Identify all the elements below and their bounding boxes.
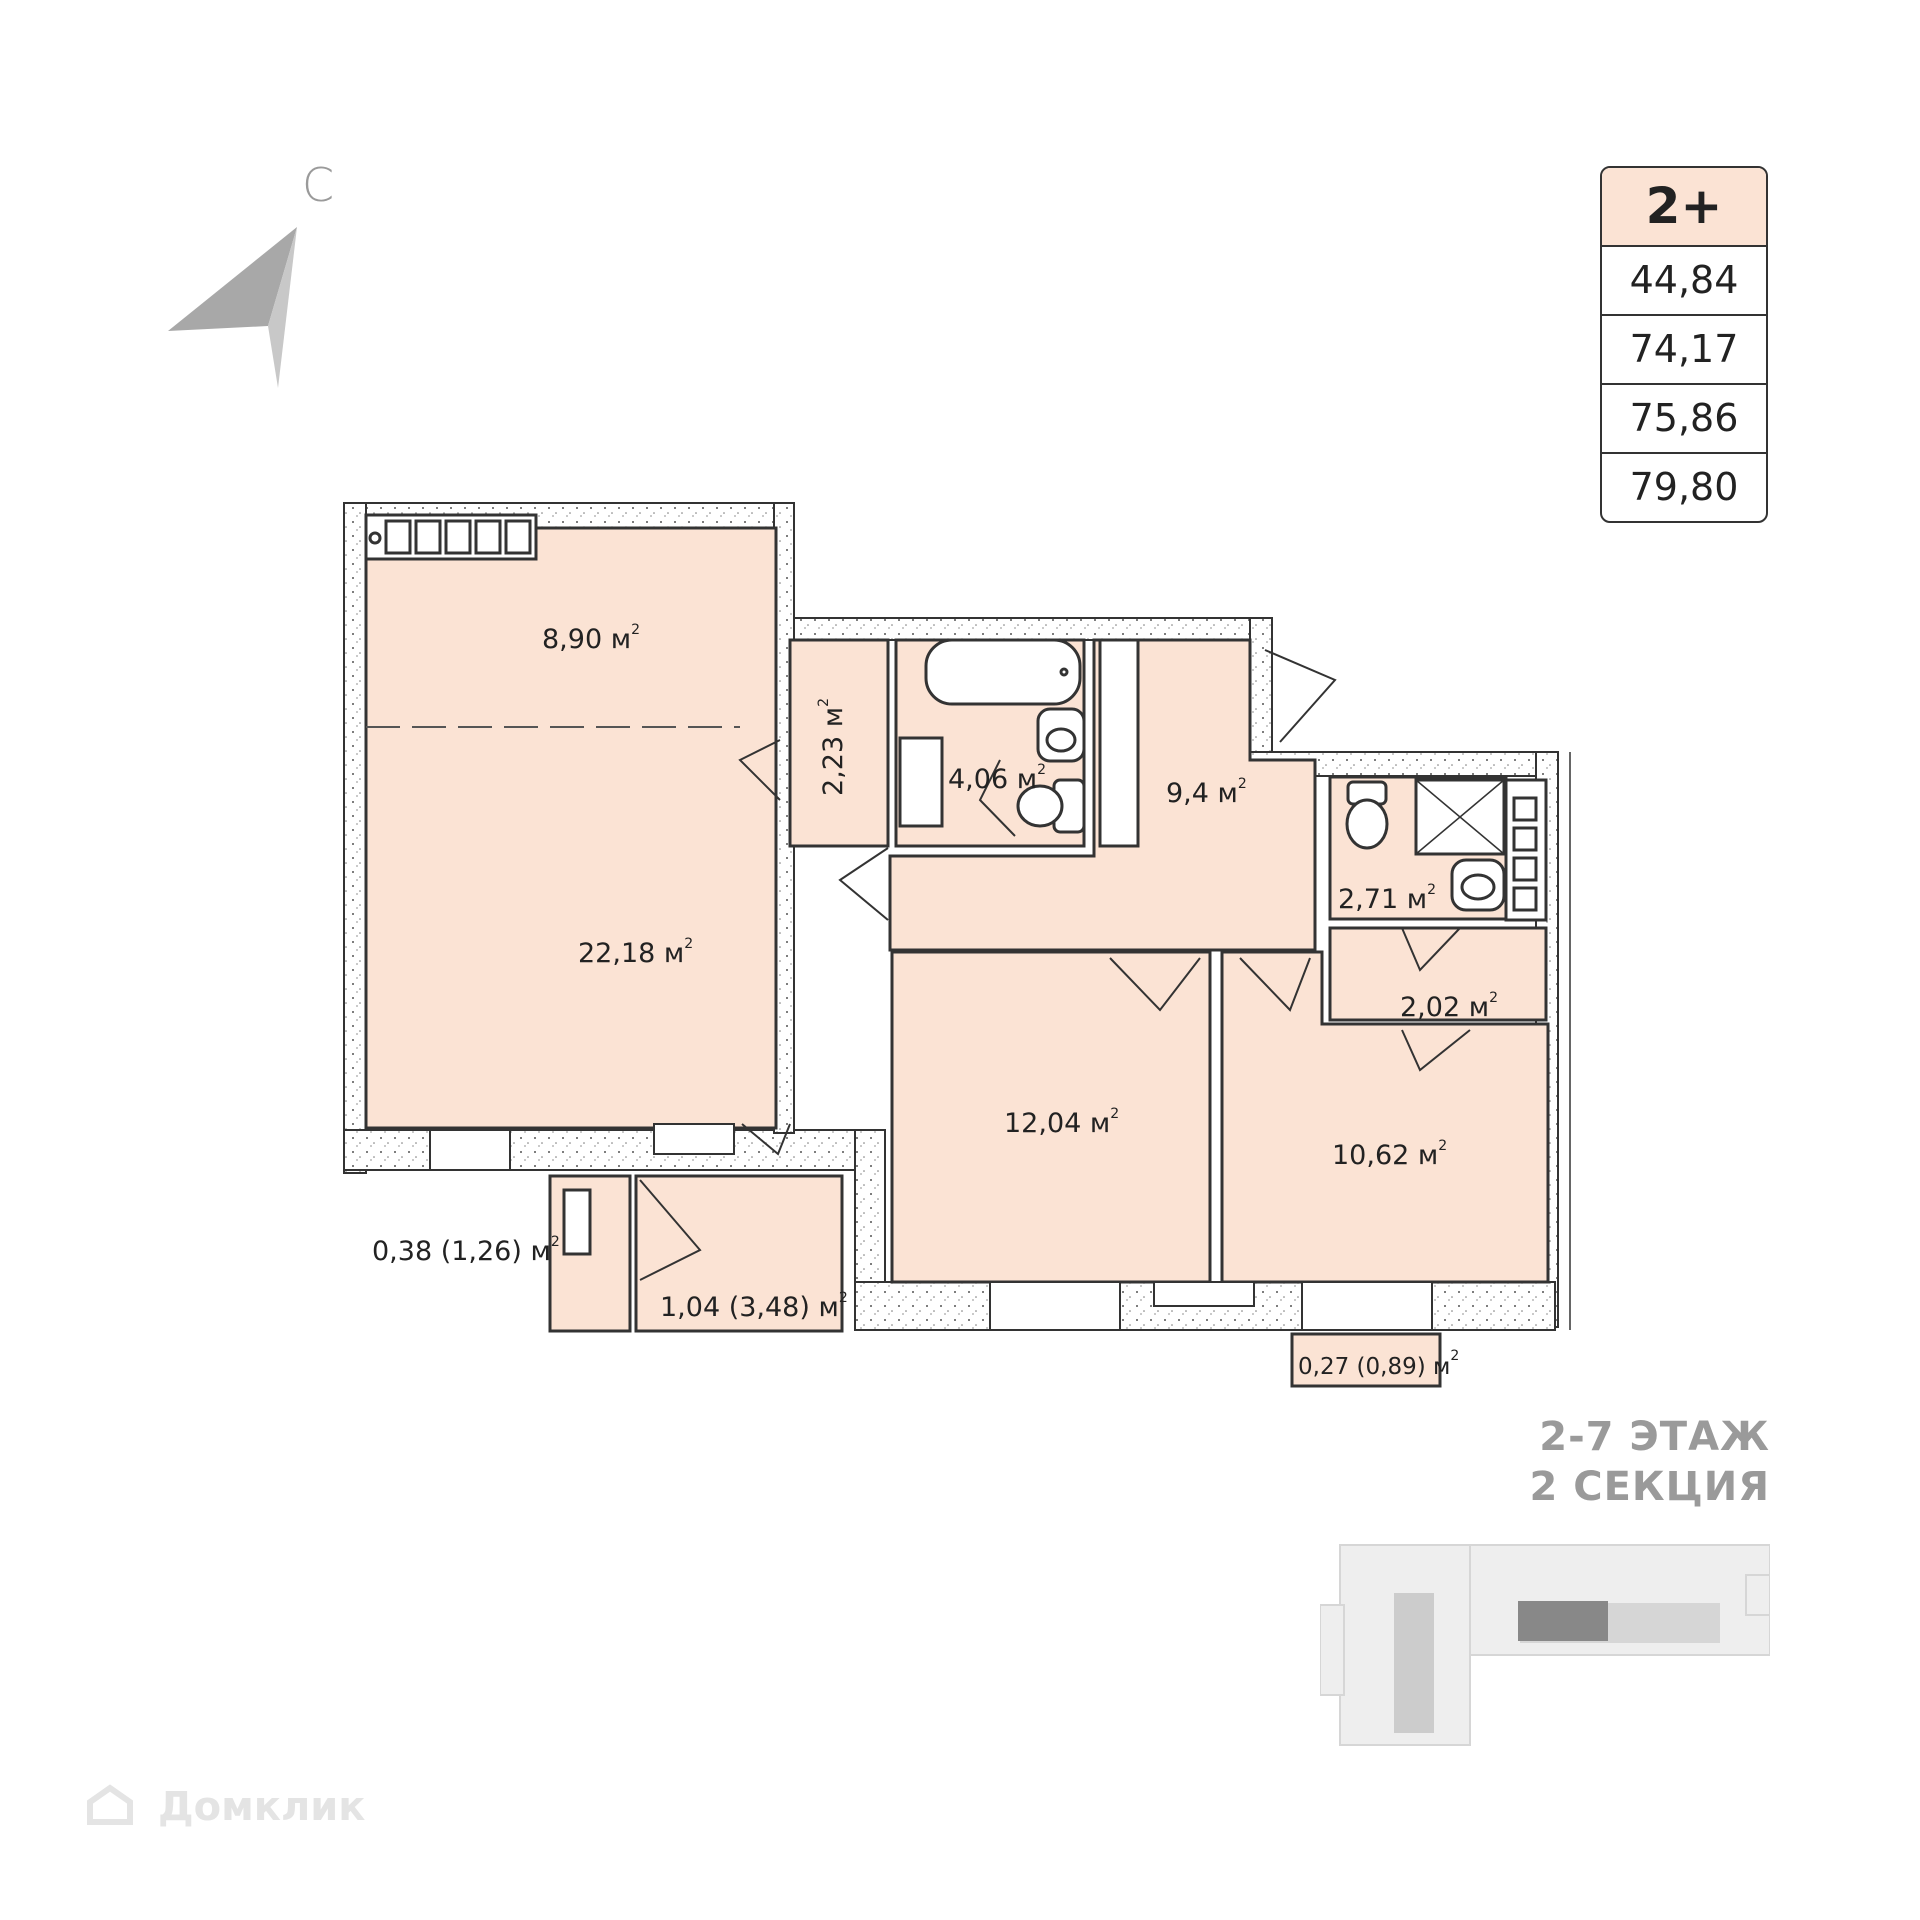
- room-count: 2+: [1602, 168, 1766, 245]
- room-bedroom-2-label: 10,62 м2: [1332, 1138, 1448, 1171]
- room-kitchen-living: [364, 526, 778, 1130]
- apartment-info-table: 2+ 44,84 74,17 75,86 79,80: [1600, 166, 1768, 523]
- room-loggia-large: [634, 1174, 844, 1333]
- shower-icon: [1414, 778, 1506, 856]
- building-section-minimap: [1320, 1544, 1770, 1746]
- toilet-icon: [1016, 778, 1389, 850]
- floor-range: 2-7 ЭТАЖ: [1539, 1414, 1770, 1460]
- room-bathroom-label: 4,06 м2: [948, 762, 1046, 795]
- sink-icon: [1036, 707, 1506, 912]
- floor-section-label: 2-7 ЭТАЖ 2 СЕКЦИЯ: [1480, 1412, 1770, 1512]
- total-area: 74,17: [1602, 314, 1766, 383]
- section-number: 2 СЕКЦИЯ: [1529, 1464, 1770, 1510]
- room-bedroom-1-label: 12,04 м2: [1004, 1106, 1120, 1139]
- room-wc-label: 2,71 м2: [1338, 882, 1436, 915]
- room-hall-label: 9,4 м2: [1166, 776, 1247, 809]
- room-closet-label: 2,23 м2: [816, 698, 849, 796]
- room-kitchen-label: 8,90 м2: [542, 622, 640, 655]
- room-closet: [788, 638, 890, 848]
- room-loggia-small-label: 0,38 (1,26) м2: [372, 1234, 560, 1267]
- bathtub-icon: [924, 638, 1082, 706]
- selected-unit-marker: [1518, 1601, 1608, 1641]
- compass-arrow-icon: [168, 227, 297, 388]
- door-swings: [639, 649, 1471, 1281]
- living-area: 44,84: [1602, 245, 1766, 314]
- room-storage-label: 2,02 м2: [1400, 990, 1498, 1023]
- room-balcony-label: 0,27 (0,89) м2: [1298, 1348, 1460, 1380]
- room-balcony: [1290, 1332, 1442, 1388]
- room-loggia-large-label: 1,04 (3,48) м2: [660, 1290, 848, 1323]
- window-icon: [429, 1123, 1433, 1331]
- area-with-loggia: 75,86: [1602, 383, 1766, 452]
- room-storage: [1328, 926, 1548, 1022]
- house-logo-icon: [87, 1784, 133, 1825]
- compass-north-letter: С: [302, 158, 335, 212]
- watermark-text: Домклик: [158, 1784, 366, 1830]
- area-with-balcony: 79,80: [1602, 452, 1766, 521]
- wardrobe-icon: [562, 638, 1548, 1256]
- room-living-label: 22,18 м2: [578, 936, 694, 969]
- kitchen-counter-icon: [364, 513, 538, 561]
